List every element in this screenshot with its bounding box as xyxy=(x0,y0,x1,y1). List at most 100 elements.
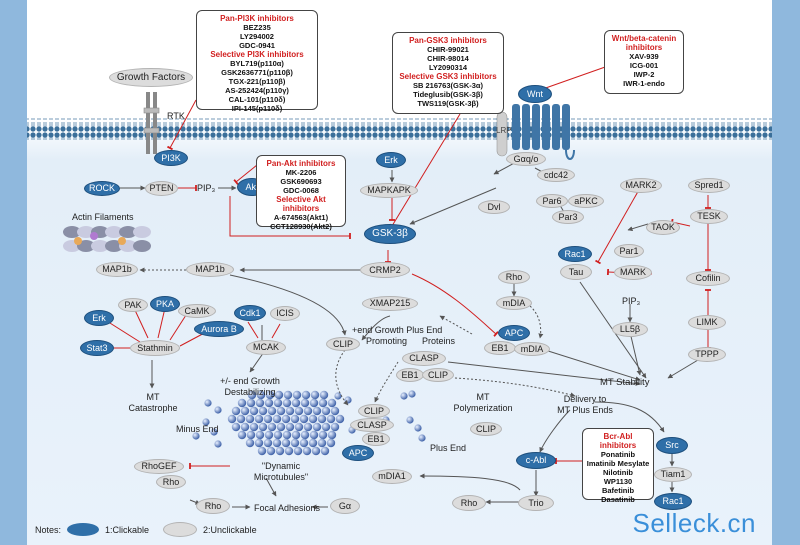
akt-item[interactable]: MK-2206 xyxy=(285,168,317,177)
akt-item[interactable]: CCT128930(Akt2) xyxy=(270,222,332,231)
pi3k-item[interactable]: TGX-221(p110β) xyxy=(228,77,286,86)
tubulin-bead xyxy=(308,438,318,448)
akt-item[interactable]: GSK690693 xyxy=(280,177,322,186)
tubulin-bead xyxy=(320,446,330,456)
akt-box-title2: Selective Akt inhibitors xyxy=(276,195,326,213)
cell-membrane xyxy=(27,118,772,140)
tubulin-bead xyxy=(290,438,300,448)
tubulin-bead xyxy=(192,432,200,440)
apc-node-mid[interactable]: APC xyxy=(498,325,530,341)
tubulin-bead xyxy=(321,406,331,416)
ll5b-node: LL5β xyxy=(612,322,648,337)
bcr-abl-item[interactable]: Nilotinib xyxy=(603,468,633,477)
eb1-node-3: EB1 xyxy=(362,432,390,446)
gsk3b-node[interactable]: GSK-3β xyxy=(364,224,416,244)
gsk3-inhibitors-box: Pan-GSK3 inhibitors CHIR-99021 CHIR-9801… xyxy=(392,32,504,114)
stat3-node[interactable]: Stat3 xyxy=(80,340,114,356)
gsk3-box-title: Pan-GSK3 inhibitors xyxy=(409,36,487,45)
c-abl-node[interactable]: c-Abl xyxy=(516,452,556,469)
pi3k-node[interactable]: PI3K xyxy=(154,150,188,166)
rock-node[interactable]: ROCK xyxy=(84,181,120,196)
gsk3-item[interactable]: CHIR-98014 xyxy=(427,54,469,63)
tubulin-bead xyxy=(293,446,303,456)
tubulin-bead xyxy=(318,430,328,440)
pi3k-item[interactable]: BYL719(p110α) xyxy=(230,59,284,68)
tubulin-bead xyxy=(285,406,295,416)
mt-polymerization-label-1: MT xyxy=(476,392,490,402)
proteins-label: Proteins xyxy=(422,336,456,346)
wnt-node[interactable]: Wnt xyxy=(518,85,552,103)
mt-stability-label: MT Stability xyxy=(600,377,650,388)
clip-node-top: CLIP xyxy=(326,337,360,351)
pi3k-item[interactable]: GSK2636771(p110β) xyxy=(221,68,293,77)
gaq-node: Gαq/o xyxy=(506,152,546,166)
wnt-item[interactable]: XAV-939 xyxy=(629,52,659,61)
pi3k-item[interactable]: LY294002 xyxy=(240,32,274,41)
aurora-b-node[interactable]: Aurora B xyxy=(194,321,244,337)
bcr-abl-item[interactable]: Ponatinib xyxy=(600,450,636,459)
tubulin-bead xyxy=(294,406,304,416)
bcr-abl-item[interactable]: Dasatinib xyxy=(601,495,635,504)
bcr-abl-item[interactable]: Bafetinib xyxy=(601,486,635,495)
tubulin-bead xyxy=(267,422,277,432)
gsk3-item[interactable]: CHIR-99021 xyxy=(427,45,469,54)
taok-node: TAOK xyxy=(646,220,680,235)
erk-node-top[interactable]: Erk xyxy=(376,152,406,168)
akt-item[interactable]: A-674563(Akt1) xyxy=(273,213,329,222)
pka-node[interactable]: PKA xyxy=(150,296,180,312)
tubulin-bead xyxy=(308,414,318,424)
dynamic-label-1: "Dynamic xyxy=(261,461,301,471)
tubulin-bead xyxy=(236,414,246,424)
rho-node-low2: Rho xyxy=(196,498,230,514)
tubulin-bead xyxy=(240,406,250,416)
tubulin-bead xyxy=(327,430,337,440)
tubulin-bead xyxy=(247,390,257,400)
erk-node-left[interactable]: Erk xyxy=(84,310,114,326)
mt-polymerization-label-2: Polymerization xyxy=(453,403,513,413)
bcr-abl-item[interactable]: Imatinib Mesylate xyxy=(586,459,650,468)
pi3k-item[interactable]: GDC-0941 xyxy=(239,41,275,50)
tubulin-bead xyxy=(294,422,304,432)
pi3k-item[interactable]: CAL-101(p110δ) xyxy=(228,95,286,104)
pak-node: PAK xyxy=(118,298,148,312)
legend-unclickable-swatch xyxy=(163,522,198,537)
clip-node-2: CLIP xyxy=(422,368,454,382)
pi3k-item[interactable]: BEZ235 xyxy=(243,23,271,32)
rac1-node-mid[interactable]: Rac1 xyxy=(558,246,592,262)
tubulin-bead xyxy=(330,422,340,432)
src-node[interactable]: Src xyxy=(656,437,688,454)
tubulin-bead xyxy=(266,446,276,456)
tubulin-bead xyxy=(255,430,265,440)
tubulin-bead xyxy=(204,399,212,407)
gsk3-item[interactable]: TWS119(GSK-3β) xyxy=(417,99,479,108)
tubulin-bead xyxy=(254,438,264,448)
legend-notes-label: Notes: xyxy=(35,524,62,535)
pi3k-item[interactable]: IPI-145(p110δ) xyxy=(231,104,283,113)
wnt-item[interactable]: ICG-001 xyxy=(629,61,659,70)
tiam1-node: Tiam1 xyxy=(654,467,692,482)
apc-node-low[interactable]: APC xyxy=(342,445,374,461)
tubulin-bead xyxy=(284,446,294,456)
tubulin-bead xyxy=(408,390,416,398)
tubulin-bead xyxy=(258,422,268,432)
tubulin-bead xyxy=(255,398,265,408)
akt-item[interactable]: GDC-0068 xyxy=(283,186,319,195)
clip-node-3: CLIP xyxy=(358,404,390,418)
xmap215-node: XMAP215 xyxy=(362,296,418,311)
cdk1-node[interactable]: Cdk1 xyxy=(234,305,266,321)
pi3k-item[interactable]: AS-252424(p110γ) xyxy=(225,86,289,95)
gsk3-item[interactable]: Tideglusib(GSK-3β) xyxy=(413,90,483,99)
gsk3-item[interactable]: SB 216763(GSK-3α) xyxy=(412,81,484,90)
tubulin-bead xyxy=(292,390,302,400)
focal-adhesions-label: Focal Adhesions xyxy=(254,503,321,513)
wnt-item[interactable]: IWP-2 xyxy=(633,70,655,79)
wnt-item[interactable]: IWR-1-endo xyxy=(623,79,665,88)
tubulin-bead xyxy=(257,446,267,456)
crmp2-node: CRMP2 xyxy=(360,262,410,278)
pip3-right-label: PIP₃ xyxy=(622,296,641,306)
mark-node: MARK xyxy=(614,265,652,280)
bcr-abl-item[interactable]: WP1130 xyxy=(603,477,633,486)
pip3-label: PIP₃ xyxy=(197,183,216,193)
rac1-node-low[interactable]: Rac1 xyxy=(654,493,692,510)
gsk3-item[interactable]: LY2090314 xyxy=(428,63,468,72)
